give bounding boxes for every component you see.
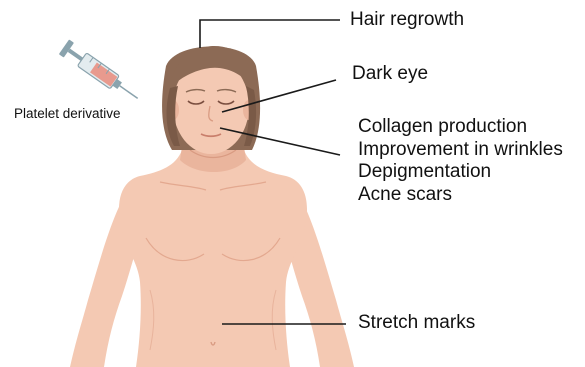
- syringe-icon: [59, 39, 143, 105]
- label-collagen: Collagen production: [358, 116, 563, 139]
- body-figure: [70, 150, 354, 367]
- syringe-plunger-handle: [59, 39, 74, 57]
- skin-benefits-list: Collagen production Improvement in wrink…: [358, 116, 563, 206]
- label-stretch-marks: Stretch marks: [358, 312, 475, 334]
- label-acne-scars: Acne scars: [358, 184, 563, 207]
- label-dark-eye: Dark eye: [352, 63, 428, 85]
- syringe-needle: [120, 86, 138, 99]
- label-depigmentation: Depigmentation: [358, 161, 563, 184]
- torso: [119, 150, 307, 367]
- syringe-label: Platelet derivative: [14, 106, 121, 122]
- label-hair-regrowth: Hair regrowth: [350, 9, 464, 31]
- leader-line-hair: [200, 20, 340, 48]
- label-wrinkles: Improvement in wrinkles: [358, 139, 563, 162]
- syringe-plunger-rod: [68, 49, 83, 61]
